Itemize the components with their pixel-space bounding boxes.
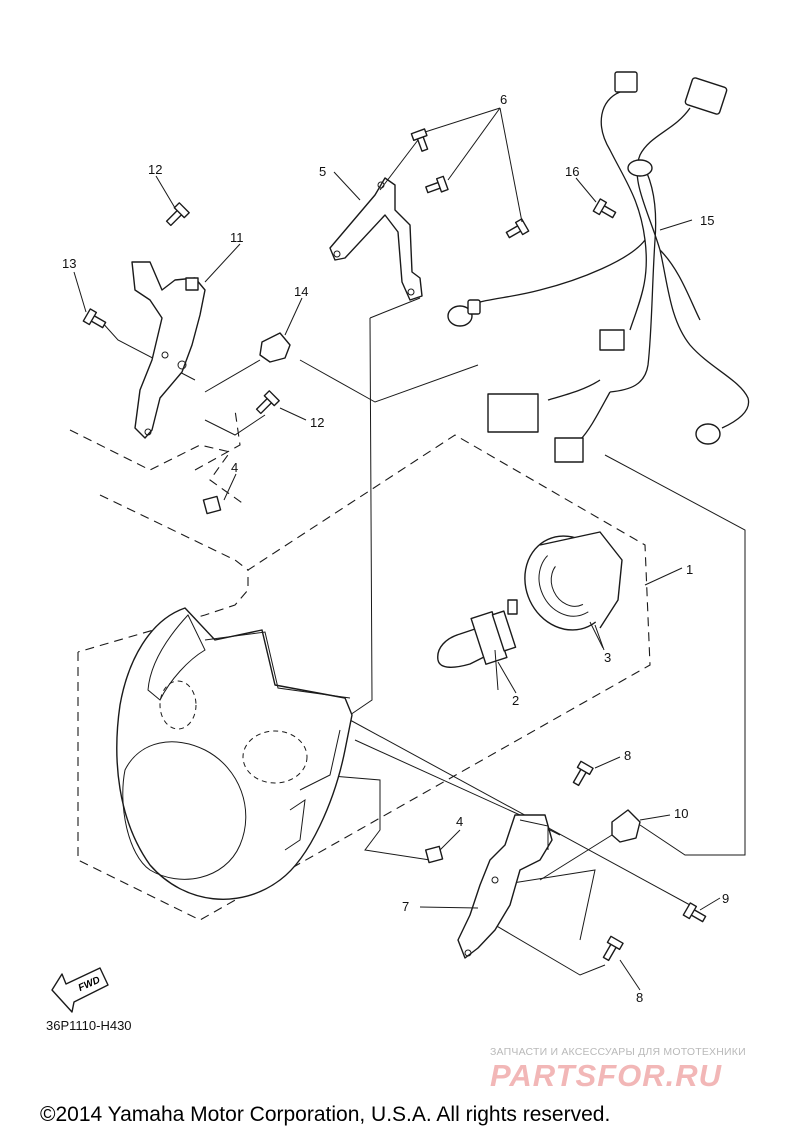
callout-12a: 12: [148, 162, 162, 177]
stay-3: [457, 814, 553, 959]
bolt-13: [82, 308, 107, 329]
callout-15: 15: [700, 213, 714, 228]
clip-10: [611, 809, 641, 843]
callout-9: 9: [722, 891, 729, 906]
bulb: [437, 599, 518, 691]
fwd-arrow-icon: FWD: [51, 967, 109, 1013]
callout-7: 7: [402, 899, 409, 914]
bolt-12b: [255, 390, 280, 415]
callout-labels: 1 2 3 4 4 5 6 7 8 8 9 10 11 12 12 13 14 …: [62, 92, 729, 1005]
part-code: 36P1110-H430: [46, 1018, 132, 1033]
bolt-16: [592, 198, 617, 219]
callout-1: 1: [686, 562, 693, 577]
callout-3: 3: [604, 650, 611, 665]
stay-2: [131, 261, 206, 439]
callout-5: 5: [319, 164, 326, 179]
callout-4a: 4: [231, 460, 238, 475]
callout-4b: 4: [456, 814, 463, 829]
callout-8a: 8: [624, 748, 631, 763]
callout-13: 13: [62, 256, 76, 271]
bolt-8a: [572, 760, 594, 787]
clip-14: [259, 332, 291, 363]
headlight-housing: [116, 607, 353, 900]
bolt-12a: [165, 202, 190, 227]
watermark-logo: PARTSFOR.RU: [490, 1058, 723, 1093]
callout-16: 16: [565, 164, 579, 179]
bulb-cover: [524, 531, 623, 649]
callout-11: 11: [230, 230, 244, 245]
connection-lines: [99, 297, 746, 976]
nut-4a: [202, 495, 222, 515]
callout-12b: 12: [310, 415, 324, 430]
bolt-9: [682, 902, 707, 923]
callout-14: 14: [294, 284, 308, 299]
watermark-tagline: ЗАПЧАСТИ И АКСЕССУАРЫ ДЛЯ МОТОТЕХНИКИ: [490, 1046, 746, 1058]
bolt-6-group: [379, 107, 530, 239]
callout-6: 6: [500, 92, 507, 107]
nut-4b: [424, 845, 444, 864]
assembly-outline-main: [69, 409, 651, 921]
wire-harness: [447, 71, 750, 463]
callout-2: 2: [512, 693, 519, 708]
bolt-8b: [602, 935, 624, 962]
callout-8b: 8: [636, 990, 643, 1005]
copyright-notice: ©2014 Yamaha Motor Corporation, U.S.A. A…: [40, 1103, 611, 1126]
callout-10: 10: [674, 806, 688, 821]
callout-leaders: [73, 171, 721, 991]
stay-1: [329, 177, 423, 301]
